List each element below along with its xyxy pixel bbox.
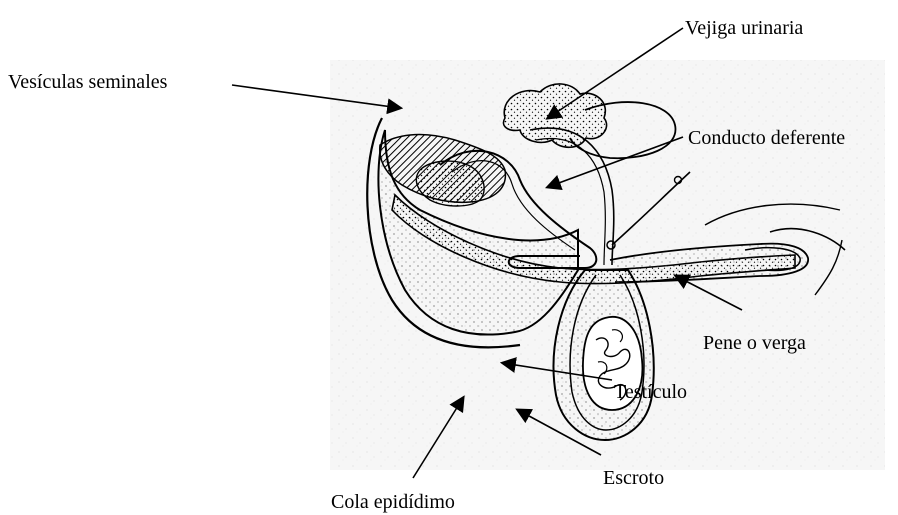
- label-testiculo: Testículo: [614, 382, 687, 402]
- label-vejiga-urinaria: Vejiga urinaria: [685, 18, 803, 38]
- label-escroto: Escroto: [603, 468, 664, 488]
- label-conducto-deferente: Conducto deferente: [688, 128, 845, 148]
- label-cola-epididimo: Cola epidídimo: [331, 492, 455, 512]
- label-pene-o-verga: Pene o verga: [703, 333, 806, 353]
- label-vesiculas-seminales: Vesículas seminales: [8, 72, 167, 92]
